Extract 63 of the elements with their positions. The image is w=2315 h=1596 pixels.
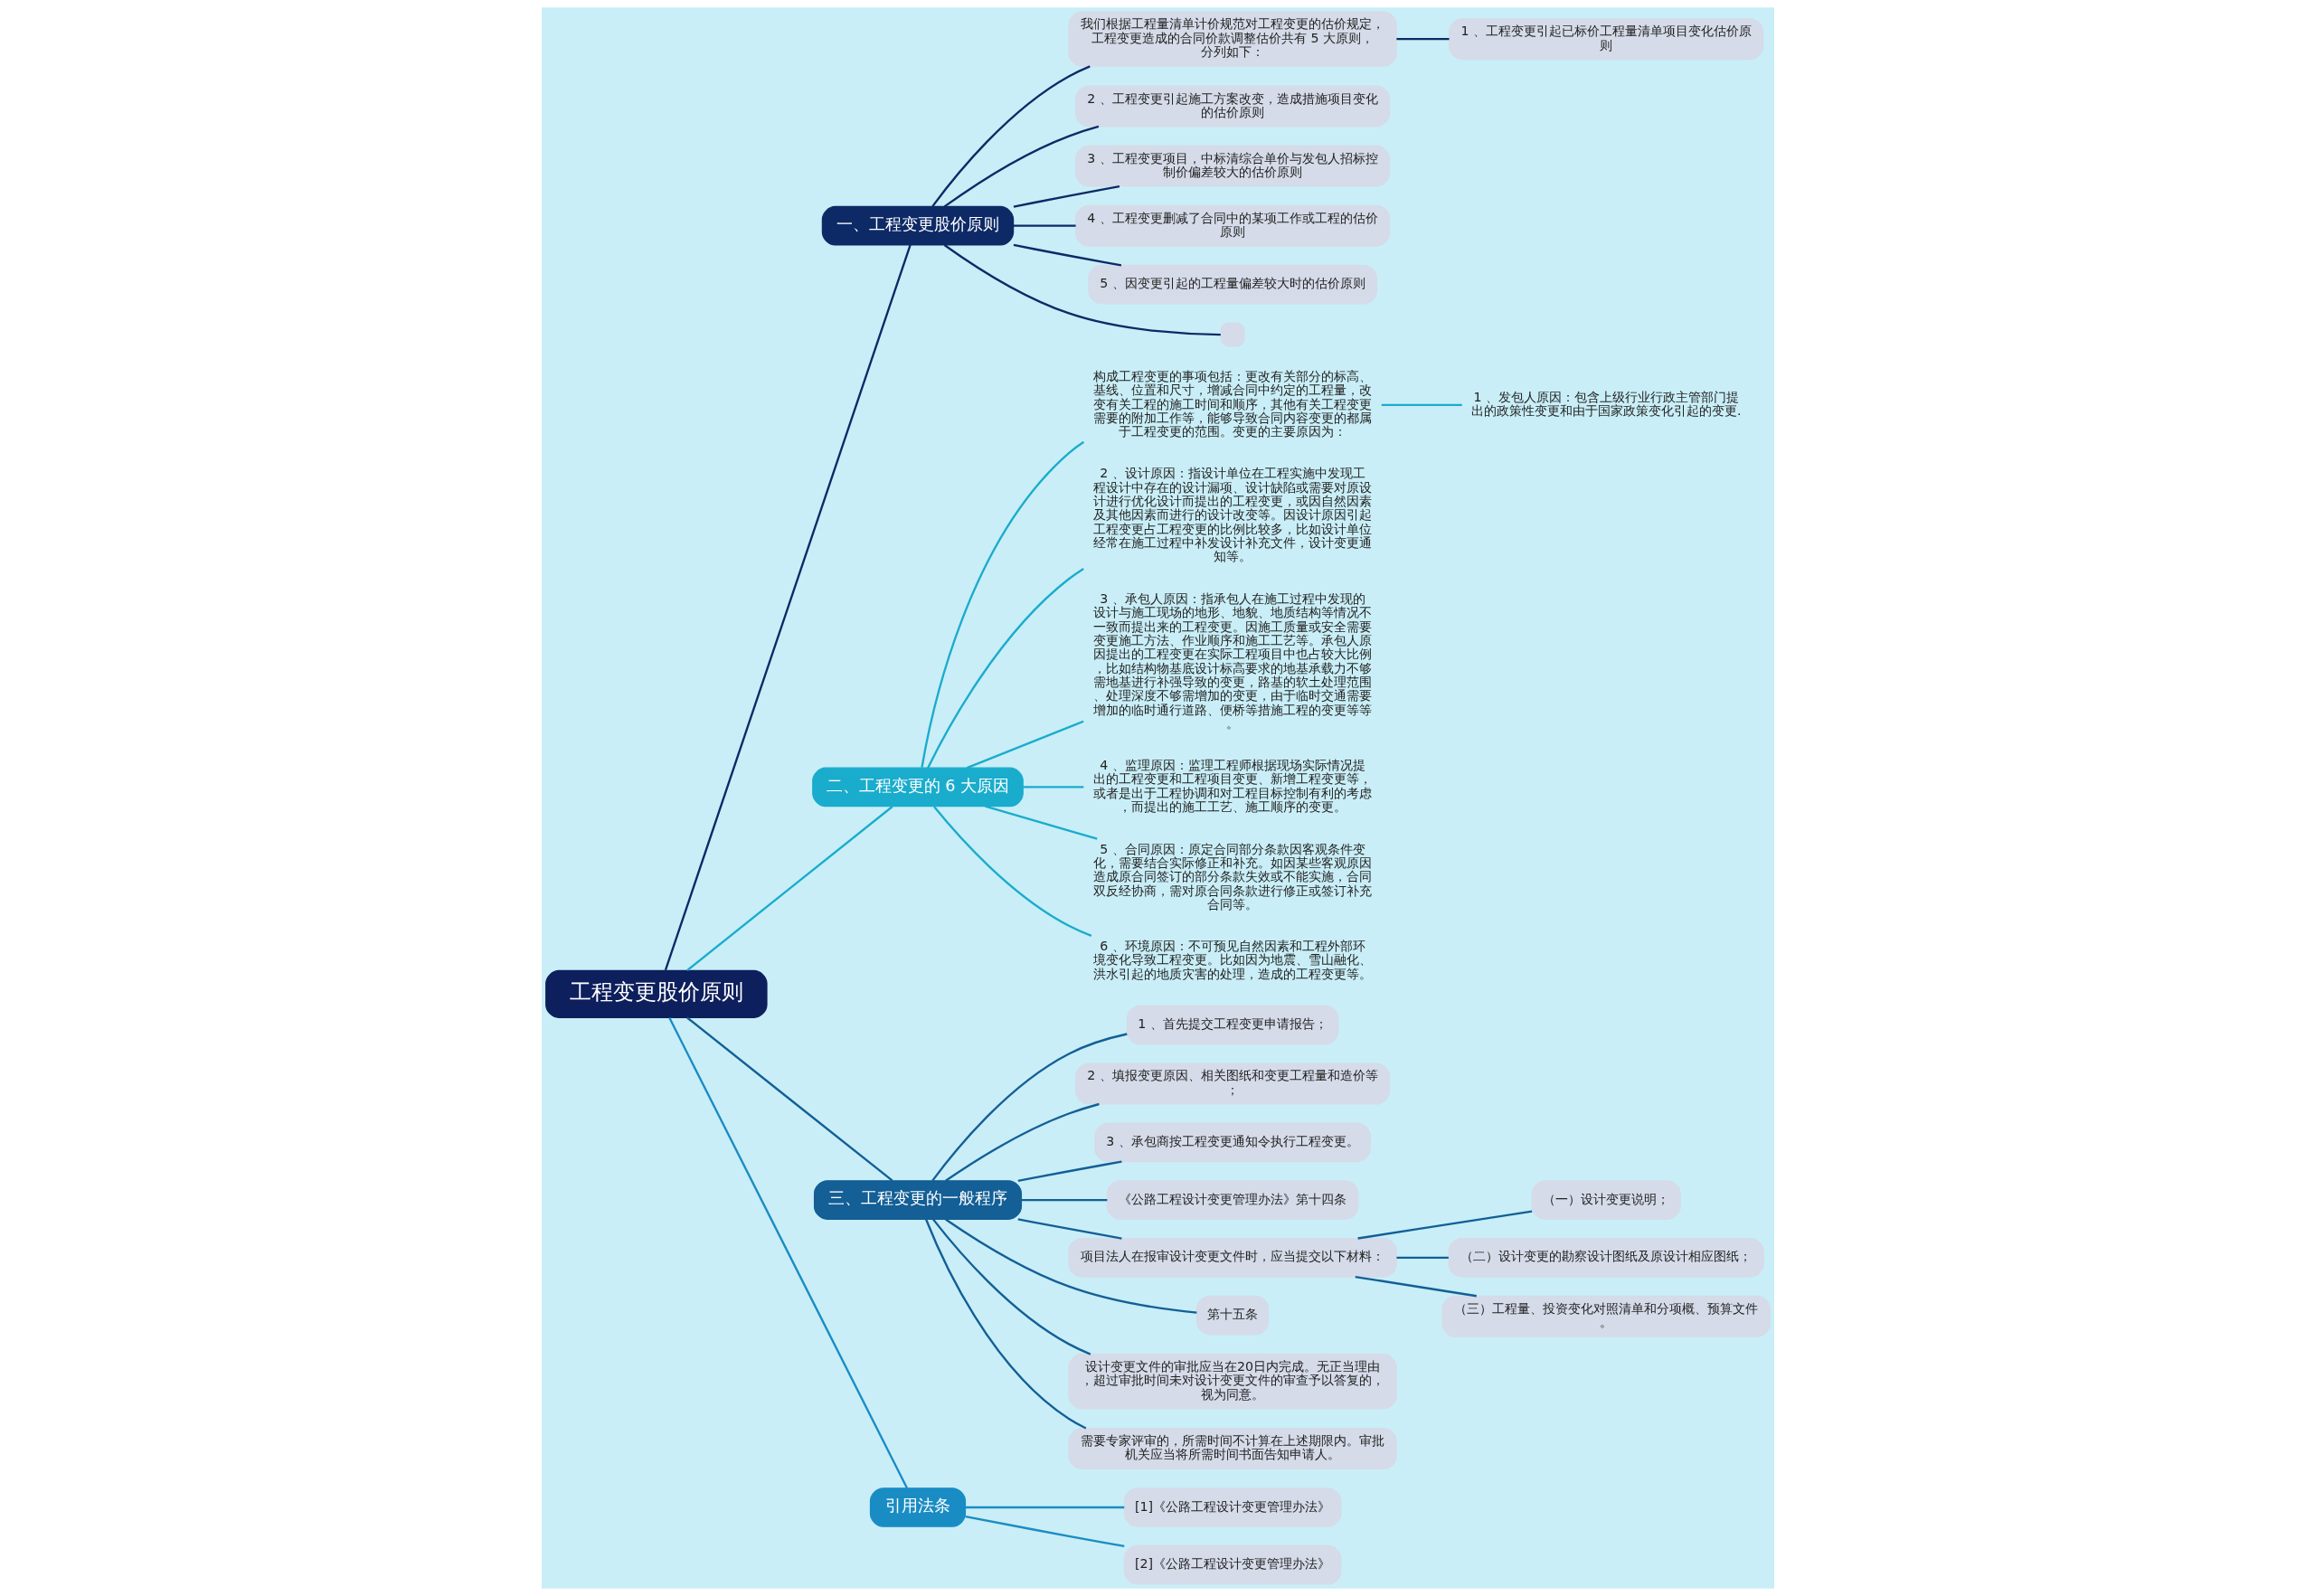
connector bbox=[1017, 1160, 1122, 1182]
node-box: 一、工程变更股价原则 bbox=[821, 205, 1014, 246]
node-box: 3 、承包商按工程变更通知令执行工程变更。 bbox=[1093, 1122, 1371, 1163]
connector bbox=[944, 1218, 1196, 1314]
connector bbox=[926, 567, 1084, 769]
node-box: 第十五条 bbox=[1195, 1295, 1269, 1336]
node-text: 4 、监理原因：监理工程师根据现场实际情况提出的工程变更和工程项目变更、新增工程变更等，或者是出于工程协调和对工程目标控制有利的考虑，而提出的施工工艺、施工顺序的变更。 bbox=[1092, 758, 1372, 815]
connector bbox=[964, 1515, 1124, 1548]
connector bbox=[931, 1218, 1091, 1355]
connector bbox=[1395, 38, 1449, 41]
connector bbox=[1355, 1275, 1477, 1298]
node-box: 设计变更文件的审批应当在20日内完成。无正当理由，超过审批时间未对设计变更文件的审查予以答复的，视为同意。 bbox=[1067, 1354, 1397, 1410]
node-box: 2 、填报变更原因、相关图纸和变更工程量和造价等； bbox=[1074, 1062, 1390, 1105]
node-box: 3 、工程变更项目，中标清综合单价与发包人招标控制价偏差较大的估价原则 bbox=[1074, 145, 1390, 187]
node-box: 4 、工程变更删减了合同中的某项工作或工程的估价原则 bbox=[1074, 204, 1390, 247]
node-box: 1 、首先提交工程变更申请报告； bbox=[1126, 1005, 1338, 1045]
connector bbox=[1395, 1256, 1449, 1259]
connector bbox=[1017, 1218, 1122, 1240]
connector bbox=[932, 806, 1091, 938]
connector bbox=[984, 805, 1098, 840]
connector bbox=[966, 720, 1084, 770]
node-box: [1]《公路工程设计变更管理办法》 bbox=[1123, 1487, 1341, 1527]
connector bbox=[924, 1219, 1086, 1430]
node-box: 引用法条 bbox=[869, 1487, 966, 1527]
node-box: 三、工程变更的一般程序 bbox=[813, 1180, 1022, 1220]
node-text: 3 、承包人原因：指承包人在施工过程中发现的设计与施工现场的地形、地貌、地质结构等情况不一致而提出来的工程变更。因施工质量或安全需要变更施工方法、作业顺序和施工工艺等。承包人原因提出的工程变更在实际工程项目中也占较大比例，比如结构物基底设计标高要求的地基承载力不够需地基进行补强导致的变更，路基的软土处理范围、处理深度不够需增加的变更，由于临时交通需要增加的临时通行道路、便桥等措施工程的变更等等。 bbox=[1092, 590, 1372, 732]
connector bbox=[920, 440, 1084, 768]
node-box: （二）设计变更的勘察设计图纸及原设计相应图纸； bbox=[1448, 1238, 1764, 1278]
node-box: [2]《公路工程设计变更管理办法》 bbox=[1123, 1544, 1341, 1585]
connector bbox=[931, 1033, 1128, 1182]
connector bbox=[1013, 184, 1120, 208]
node-box: 工程变更股价原则 bbox=[544, 969, 768, 1018]
node-text: 6 、环境原因：不可预见自然因素和工程外部环境变化导致工程变更。比如因为地震、雪山融化、洪水引起的地质灾害的处理，造成的工程变更等。 bbox=[1092, 939, 1372, 981]
node-box: （三）工程量、投资变化对照清单和分项概、预算文件。 bbox=[1441, 1295, 1771, 1337]
connector bbox=[667, 1017, 908, 1489]
node-text: 2 、设计原因：指设计单位在工程实施中发现工程设计中存在的设计漏项、设计缺陷或需要对原设计进行优化设计而提出的工程变更，或因自然因素及其他因素而进行的设计改变等。因设计原因引起工程变更占工程变更的比例比较多，比如设计单位经常在施工过程中补发设计补充文件，设计变更通知等。 bbox=[1092, 466, 1372, 564]
node-box: 5 、因变更引起的工程量偏差较大时的估价原则 bbox=[1087, 264, 1377, 305]
connector bbox=[965, 1506, 1124, 1509]
node-box: 需要专家评审的，所需时间不计算在上述期限内。审批机关应当将所需时间书面告知申请人。 bbox=[1067, 1428, 1397, 1470]
node-box: 二、工程变更的 6 大原因 bbox=[811, 767, 1024, 807]
node-box: 1 、工程变更引起已标价工程量清单项目变化估价原则 bbox=[1448, 18, 1763, 61]
node-box: （一）设计变更说明； bbox=[1531, 1180, 1681, 1220]
node-text: 构成工程变更的事项包括：更改有关部分的标高、基线、位置和尺寸，增减合同中约定的工程量，改变有关工程的施工时间和顺序，其他有关工程变更需要的附加工作等，能够导致合同内容变更的都属于工程变更的范围。变更的主要原因为： bbox=[1092, 368, 1372, 439]
node-text: 1 、发包人原因：包含上级行业行政主管部门提出的政策性变更和由于国家政策变化引起的变更. bbox=[1470, 389, 1741, 419]
node-box: 2 、工程变更引起施工方案改变，造成措施项目变化的估价原则 bbox=[1074, 85, 1390, 127]
connector bbox=[931, 65, 1091, 207]
node-box: 项目法人在报审设计变更文件时，应当提交以下材料： bbox=[1067, 1238, 1397, 1278]
connector bbox=[944, 1102, 1100, 1182]
connector bbox=[664, 244, 912, 971]
connector bbox=[1381, 403, 1462, 407]
node-box: 我们根据工程量清单计价规范对工程变更的估价规定，工程变更造成的合同价款调整估价共有 5 大原则，分列如下： bbox=[1067, 11, 1397, 67]
connector bbox=[1013, 224, 1076, 227]
connector bbox=[685, 806, 893, 971]
connector bbox=[943, 125, 1099, 208]
connector bbox=[685, 1016, 893, 1182]
node-box bbox=[1220, 322, 1245, 347]
connector bbox=[1021, 1198, 1107, 1202]
node-text: 5 、合同原因：原定合同部分条款因客观条件变化，需要结合实际修正和补充。如因某些客观原因造成原合同签订的部分条款失效或不能实施，合同双反经协商，需对原合同条款进行修正或签订补充合同等。 bbox=[1092, 841, 1372, 912]
connector bbox=[1022, 786, 1083, 789]
node-box: 《公路工程设计变更管理办法》第十四条 bbox=[1106, 1180, 1358, 1220]
connector bbox=[1356, 1210, 1532, 1240]
connector bbox=[943, 243, 1221, 336]
connector bbox=[1013, 243, 1121, 267]
